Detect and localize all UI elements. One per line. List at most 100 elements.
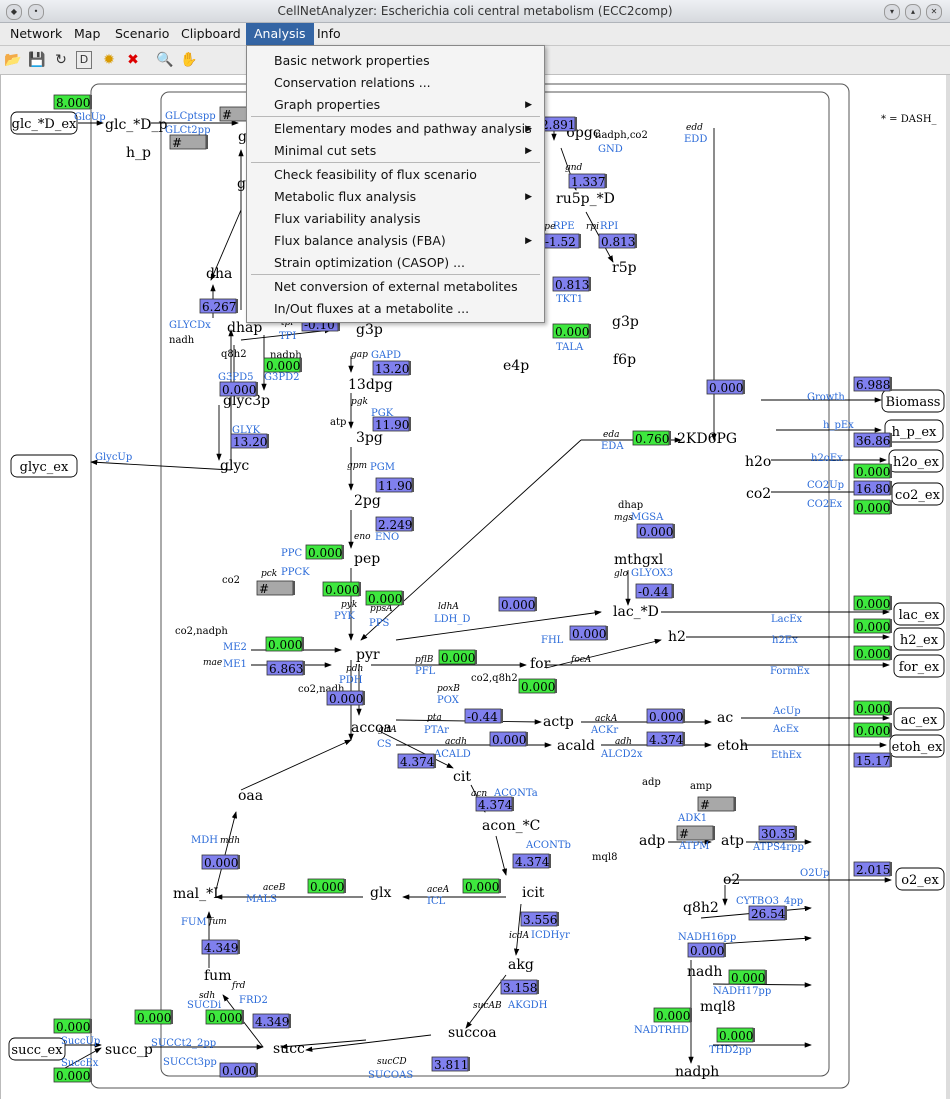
flux-value-box[interactable]: 15.17	[853, 752, 892, 768]
flux-value-box[interactable]: 11.90	[372, 416, 411, 432]
flux-value-box[interactable]: 0.000	[307, 878, 346, 894]
menu-item-strain-optimization[interactable]: Strain optimization (CASOP) ...	[247, 252, 544, 274]
external-metabolite-box[interactable]	[893, 654, 945, 678]
external-metabolite-box[interactable]	[888, 449, 944, 473]
menu-item-flux-variability-analysis[interactable]: Flux variability analysis	[247, 208, 544, 230]
menu-network[interactable]: Network	[10, 26, 63, 41]
flux-value-box[interactable]: 0.000	[305, 544, 344, 560]
close-icon[interactable]: ✖	[127, 52, 139, 68]
menu-item-check-feasibility[interactable]: Check feasibility of flux scenario	[247, 164, 544, 186]
flux-value-box[interactable]: 0.000	[687, 942, 726, 958]
refresh-icon[interactable]: ↻	[55, 52, 67, 68]
flux-value-box[interactable]: 3.158	[500, 979, 539, 995]
flux-value-box[interactable]: 11.90	[375, 477, 414, 493]
flux-value-box[interactable]: 16.80	[853, 480, 892, 496]
flux-value-box[interactable]: 0.000	[853, 595, 892, 611]
menu-analysis[interactable]: Analysis	[246, 23, 314, 45]
flux-value-box[interactable]: 2.015	[853, 861, 892, 877]
flux-value-box[interactable]: -0.44	[464, 708, 503, 724]
document-icon[interactable]: D	[76, 51, 92, 69]
flux-value-box[interactable]: 13.20	[372, 360, 411, 376]
flux-value-box[interactable]: 3.811	[431, 1056, 470, 1072]
flux-value-box[interactable]: 0.000	[853, 700, 892, 716]
flux-value-box[interactable]: 36.86	[853, 432, 892, 448]
flux-value-box[interactable]: 0.000	[462, 878, 501, 894]
menu-item-basic-network-properties[interactable]: Basic network properties	[247, 50, 544, 72]
menu-clipboard[interactable]: Clipboard	[181, 26, 241, 41]
vertical-scrollbar[interactable]	[946, 75, 950, 1099]
flux-value-box[interactable]: 0.000	[219, 1062, 258, 1078]
external-metabolite-box[interactable]	[881, 389, 945, 413]
flux-value-box[interactable]: 0.000	[201, 854, 240, 870]
flux-value-box[interactable]: 0.000	[853, 463, 892, 479]
external-metabolite-box[interactable]	[8, 1037, 66, 1061]
flux-value-box[interactable]: 0.760	[632, 430, 671, 446]
flux-value-box[interactable]: 4.374	[646, 731, 685, 747]
flux-value-box[interactable]: 0.000	[134, 1009, 173, 1025]
flux-value-box[interactable]: 0.000	[636, 523, 675, 539]
flux-value-box[interactable]: 2.249	[375, 516, 414, 532]
flux-value-box[interactable]: -1.52	[542, 233, 581, 249]
sun-icon[interactable]: ✹	[103, 52, 115, 68]
flux-value-box[interactable]: 0.000	[326, 690, 365, 706]
window-menu-icon[interactable]: •	[28, 4, 44, 20]
menu-scenario[interactable]: Scenario	[115, 26, 170, 41]
flux-value-box[interactable]: 4.349	[252, 1013, 291, 1029]
zoom-icon[interactable]: 🔍	[156, 52, 174, 68]
flux-value-box[interactable]: 0.000	[716, 1027, 755, 1043]
flux-value-box[interactable]: 3.556	[520, 911, 559, 927]
flux-value-box[interactable]: 0.000	[263, 357, 302, 373]
flux-value-box[interactable]: 6.267	[199, 298, 238, 314]
flux-value-box[interactable]: 0.000	[265, 636, 304, 652]
flux-value-box[interactable]: 4.374	[512, 853, 551, 869]
menu-item-net-conversion[interactable]: Net conversion of external metabolites	[247, 276, 544, 298]
minimize-icon[interactable]: ▾	[884, 4, 900, 20]
open-folder-icon[interactable]: 📂	[4, 52, 22, 68]
flux-value-box[interactable]: 0.000	[706, 379, 745, 395]
flux-value-box[interactable]: 0.000	[322, 581, 361, 597]
external-metabolite-box[interactable]	[884, 419, 944, 443]
external-metabolite-box[interactable]	[893, 707, 945, 731]
external-metabolite-box[interactable]	[893, 627, 945, 651]
pan-hand-icon[interactable]: ✋	[180, 52, 198, 68]
flux-value-box[interactable]: 0.000	[365, 590, 404, 606]
menu-item-minimal-cut-sets[interactable]: Minimal cut sets▶	[247, 140, 544, 162]
flux-value-box[interactable]: 26.54	[748, 905, 787, 921]
flux-value-box[interactable]: 0.000	[552, 323, 591, 339]
flux-value-box[interactable]: 6.863	[266, 660, 305, 676]
flux-value-box[interactable]: 0.000	[489, 731, 528, 747]
flux-value-box[interactable]: 4.349	[201, 939, 240, 955]
menu-map[interactable]: Map	[74, 26, 101, 41]
external-metabolite-box[interactable]	[889, 734, 945, 758]
flux-value-box[interactable]: #	[256, 580, 295, 596]
flux-value-box[interactable]: 0.000	[853, 618, 892, 634]
menu-item-conservation-relations[interactable]: Conservation relations ...	[247, 72, 544, 94]
flux-value-box[interactable]: 0.000	[219, 381, 258, 397]
flux-value-box[interactable]: 0.000	[853, 722, 892, 738]
flux-value-box[interactable]: 0.000	[728, 969, 767, 985]
flux-value-box[interactable]: 6.988	[853, 376, 892, 392]
flux-value-box[interactable]: #	[697, 796, 736, 812]
external-metabolite-box[interactable]	[10, 111, 78, 135]
external-metabolite-box[interactable]	[895, 867, 945, 891]
flux-value-box[interactable]: 0.000	[205, 1009, 244, 1025]
close-window-icon[interactable]: ✕	[926, 4, 942, 20]
flux-value-box[interactable]: 0.000	[853, 645, 892, 661]
flux-value-box[interactable]: 8.000	[53, 94, 92, 110]
flux-value-box[interactable]: 0.000	[438, 649, 477, 665]
flux-value-box[interactable]: 0.000	[646, 708, 685, 724]
flux-value-box[interactable]: 30.35	[758, 825, 797, 841]
app-icon[interactable]: ◆	[6, 4, 22, 20]
flux-value-box[interactable]: 4.374	[475, 796, 514, 812]
flux-value-box[interactable]: 0.813	[552, 276, 591, 292]
flux-value-box[interactable]: 13.20	[230, 433, 269, 449]
maximize-icon[interactable]: ▴	[905, 4, 921, 20]
menu-item-graph-properties[interactable]: Graph properties▶	[247, 94, 544, 116]
flux-value-box[interactable]: 0.000	[53, 1018, 92, 1034]
flux-value-box[interactable]: #	[676, 825, 715, 841]
flux-value-box[interactable]: 4.374	[397, 753, 436, 769]
flux-value-box[interactable]: 0.000	[853, 499, 892, 515]
flux-value-box[interactable]: 0.813	[598, 233, 637, 249]
flux-value-box[interactable]: 1.337	[568, 173, 607, 189]
flux-value-box[interactable]: 0.000	[498, 596, 537, 612]
